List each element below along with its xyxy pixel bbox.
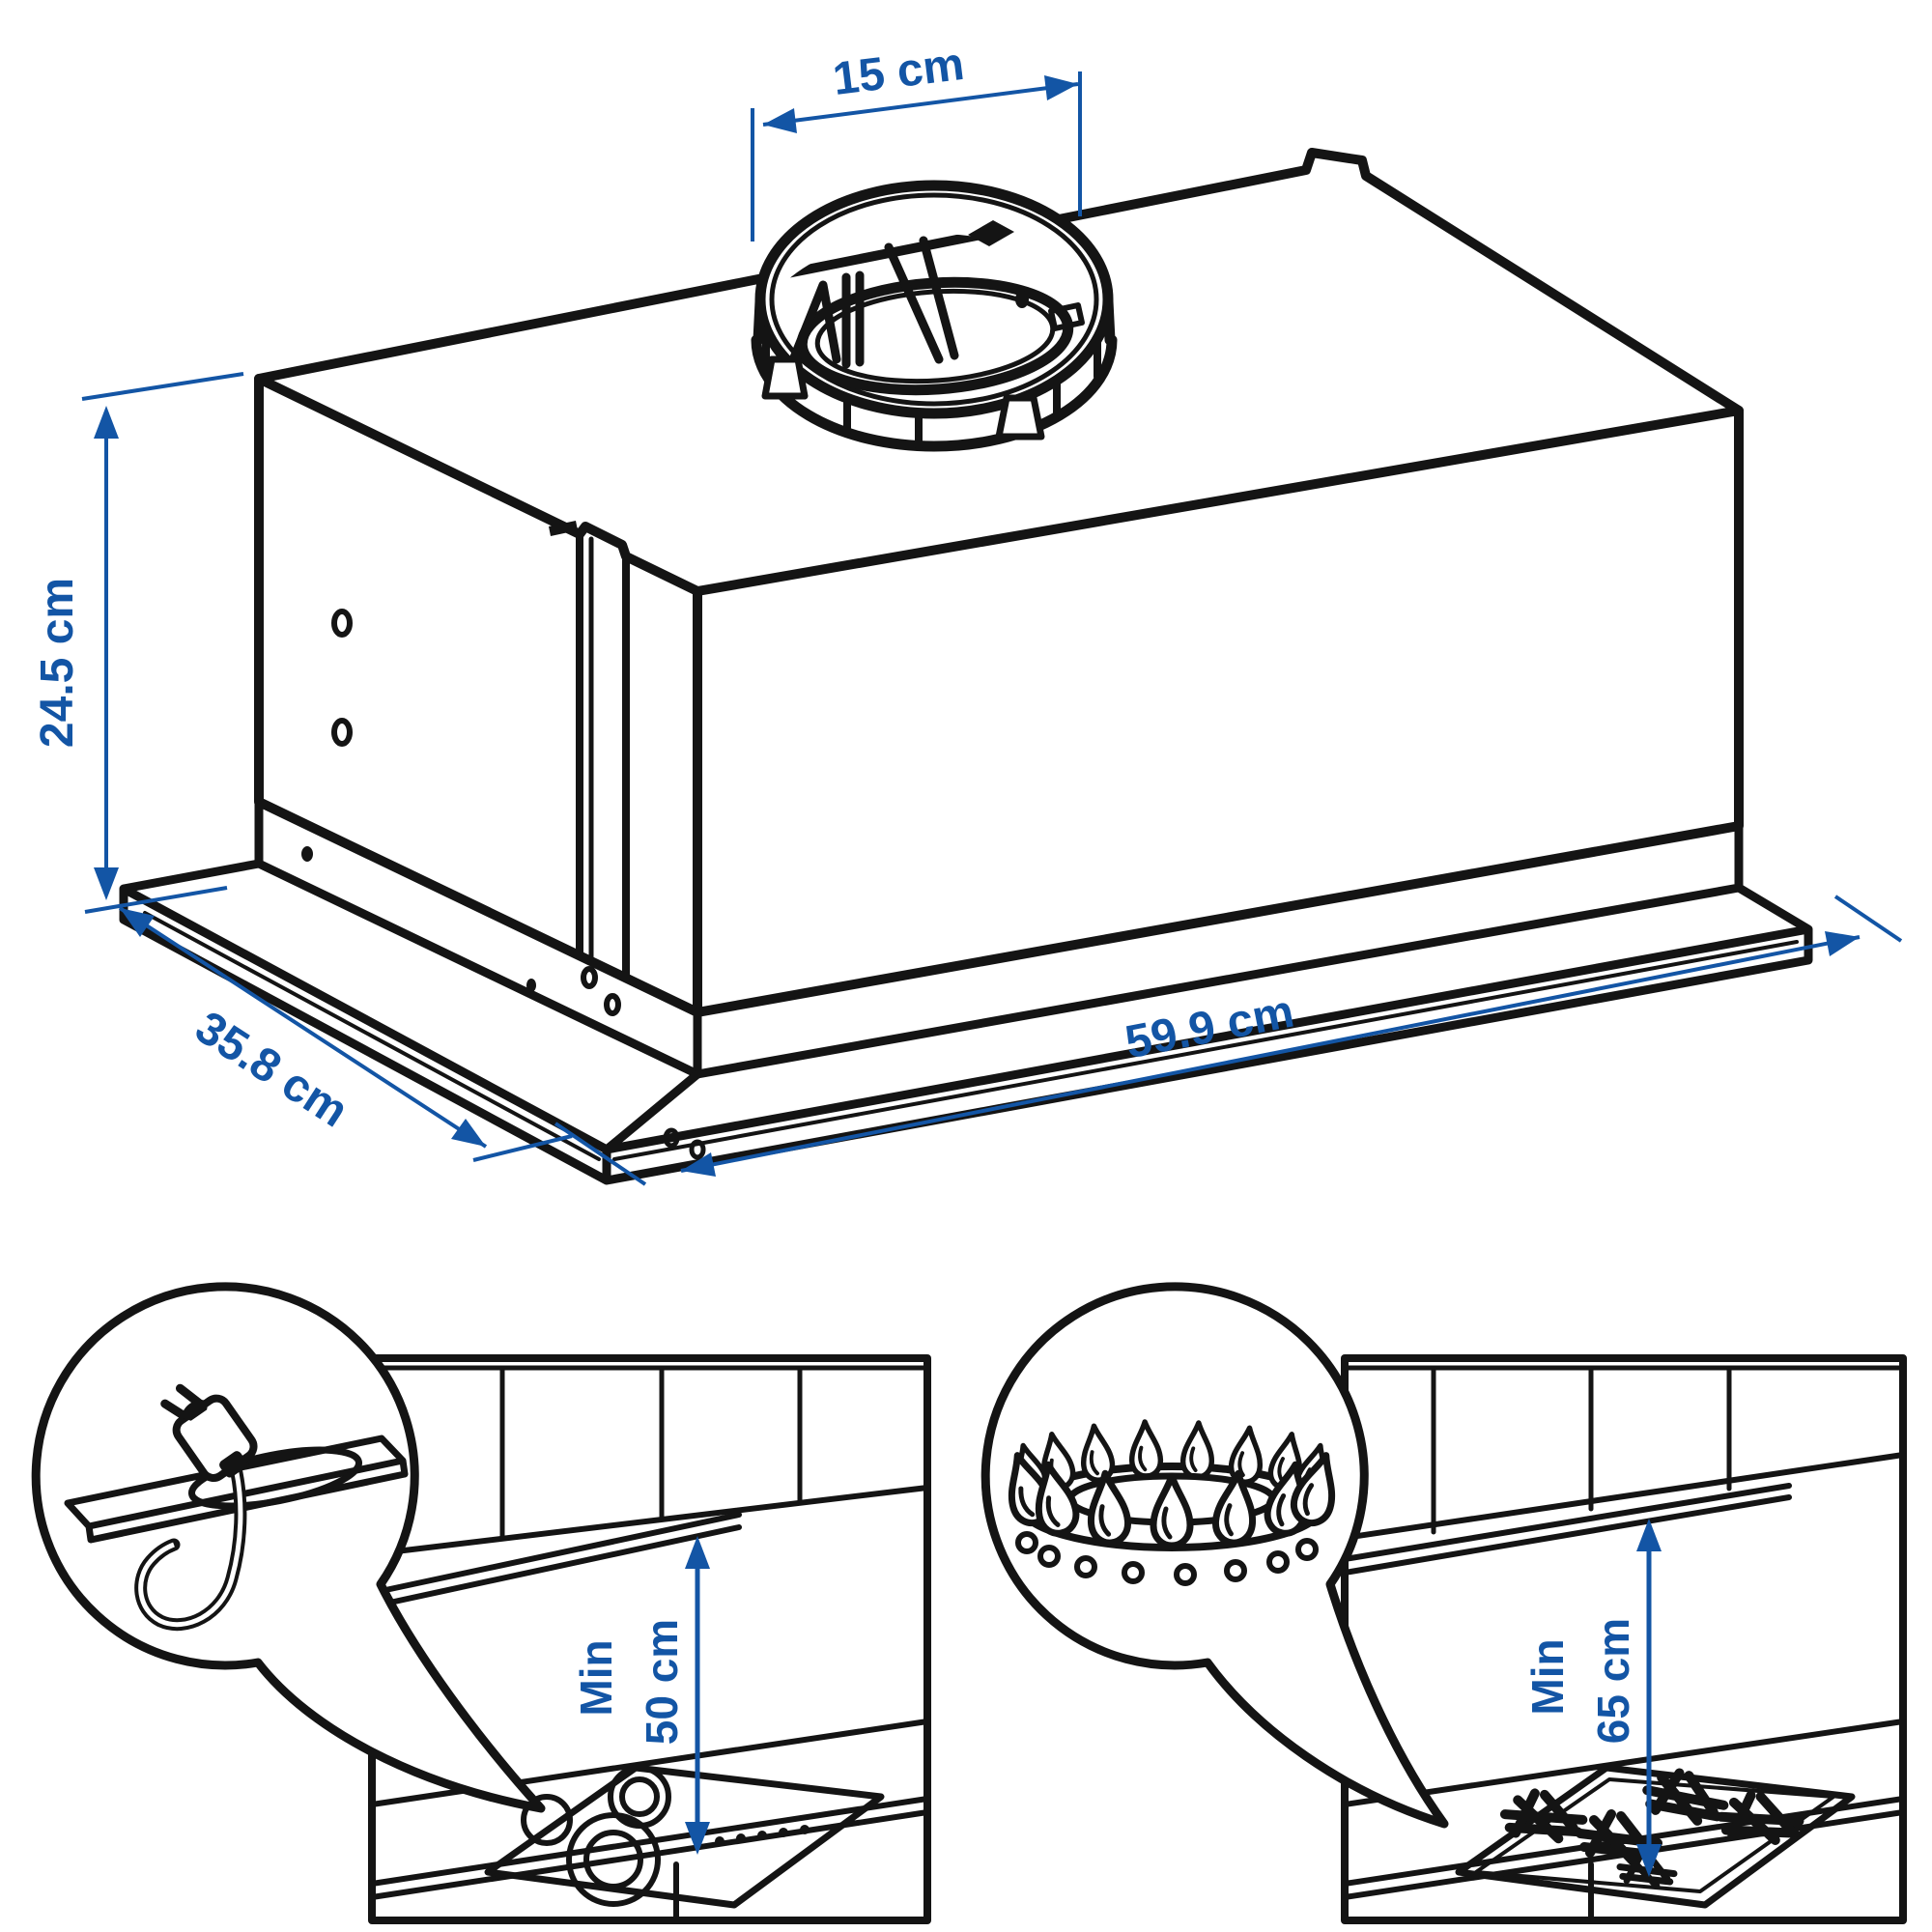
counter-edge: [369, 1719, 930, 1923]
arrowhead-icon: [120, 908, 155, 937]
duct-clip: [968, 220, 1014, 246]
hood-left-face: [254, 374, 702, 1017]
arrowhead-icon: [685, 1536, 710, 1569]
arrowhead-icon: [1825, 931, 1860, 956]
arrowhead-icon: [681, 1152, 716, 1177]
min-label: Min: [1522, 1638, 1573, 1715]
gas-flame-icon: [1000, 1421, 1344, 1586]
arrowhead-icon: [94, 406, 119, 439]
callout-bubble: [31, 1282, 546, 1813]
depth-label: 35.8 cm: [186, 1002, 357, 1137]
arrowhead-icon: [1636, 1844, 1662, 1877]
dimension-width: 59.9 cm: [554, 895, 1903, 1186]
base-strip: [254, 797, 1744, 1079]
power-plug-icon: [64, 1383, 409, 1632]
arrowhead-icon: [1636, 1519, 1662, 1551]
gas-cooktop-icon: [1455, 1764, 1856, 1909]
screw-hole: [331, 718, 353, 747]
hood-top-face: [254, 148, 1744, 596]
arrowhead-icon: [451, 1119, 486, 1147]
electric-hob-scene: Min 50 cm: [368, 1354, 931, 1924]
front-groove: [576, 530, 630, 982]
arrowhead-icon: [94, 867, 119, 900]
dimension-height: 24.5 cm: [32, 372, 244, 914]
clearance-arrow-electric: Min 50 cm: [571, 1536, 710, 1855]
mounting-flange-icon: [119, 859, 1813, 1185]
height-label: 24.5 cm: [32, 578, 83, 748]
clearance-arrow-gas: Min 65 cm: [1522, 1519, 1662, 1877]
arrowhead-icon: [1044, 75, 1078, 100]
duct-width-label: 15 cm: [830, 39, 967, 105]
clearance-value-label: 50 cm: [637, 1619, 687, 1745]
hood-bottom-edge: [369, 1512, 742, 1609]
duct-collar-icon: [751, 180, 1118, 452]
arrowhead-icon: [763, 108, 797, 133]
screw-hole: [331, 609, 353, 638]
min-label: Min: [571, 1639, 621, 1716]
arrowhead-icon: [685, 1822, 710, 1855]
electric-cooktop-icon: [484, 1764, 885, 1909]
plug-callout: [31, 1282, 546, 1813]
flame-callout: [980, 1282, 1449, 1829]
callout-bubble: [980, 1282, 1449, 1829]
hood-body-icon: [119, 148, 1813, 1185]
gas-hob-scene: Min 65 cm: [1341, 1354, 1907, 1924]
hood-bottom-edge: [1342, 1483, 1792, 1576]
clearance-value-label: 65 cm: [1588, 1618, 1638, 1744]
